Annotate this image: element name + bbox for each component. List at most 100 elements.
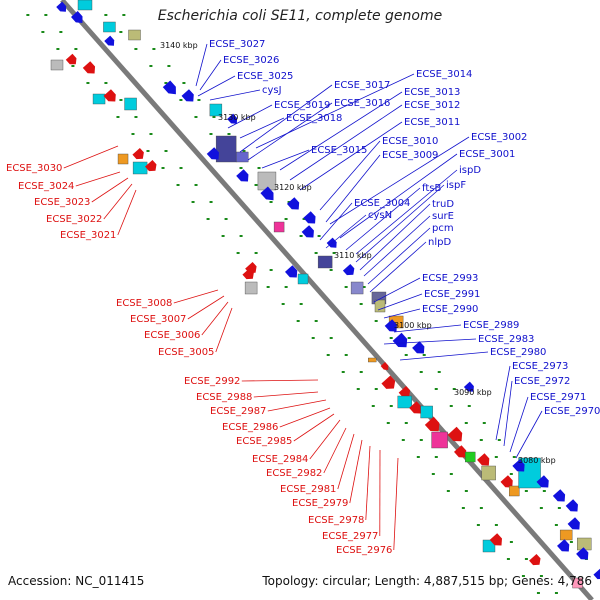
- gene-arrow[interactable]: [245, 261, 259, 276]
- gene-box[interactable]: [124, 97, 137, 111]
- gene-arrow[interactable]: [104, 35, 117, 49]
- gene-arrow[interactable]: [529, 553, 543, 568]
- gene-arrow[interactable]: [424, 416, 443, 435]
- gene-label-plus[interactable]: ECSE_3012: [404, 100, 460, 111]
- gene-label-minus[interactable]: ECSE_3008: [116, 298, 172, 309]
- gene-arrow[interactable]: [380, 362, 391, 372]
- gene-label-plus[interactable]: ECSE_3010: [382, 136, 438, 147]
- gene-label-minus[interactable]: ECSE_2987: [210, 406, 266, 417]
- gene-label-minus[interactable]: ECSE_2978: [308, 515, 364, 526]
- gene-label-minus[interactable]: ECSE_3030: [6, 163, 62, 174]
- gene-label-plus[interactable]: ECSE_2989: [463, 320, 519, 331]
- gene-arrow[interactable]: [557, 539, 572, 555]
- gene-label-plus[interactable]: ECSE_3011: [404, 117, 460, 128]
- gene-box[interactable]: [465, 451, 476, 463]
- gene-label-plus[interactable]: nlpD: [428, 237, 451, 248]
- gene-box[interactable]: [368, 357, 377, 363]
- gene-label-minus[interactable]: ECSE_3005: [158, 347, 214, 358]
- gene-box[interactable]: [481, 465, 496, 481]
- gene-label-plus[interactable]: ECSE_3004: [354, 198, 410, 209]
- gene-label-plus[interactable]: ECSE_2971: [530, 392, 586, 403]
- gene-arrow[interactable]: [103, 89, 119, 105]
- gene-arrow[interactable]: [162, 80, 180, 97]
- gene-arrow[interactable]: [286, 197, 302, 213]
- gene-arrow[interactable]: [342, 263, 357, 278]
- gene-label-plus[interactable]: pcm: [432, 223, 454, 234]
- gene-label-plus[interactable]: cysN: [368, 210, 392, 221]
- gene-label-minus[interactable]: ECSE_2976: [336, 545, 392, 556]
- gene-box[interactable]: [374, 299, 386, 313]
- gene-label-minus[interactable]: ECSE_3006: [144, 330, 200, 341]
- gene-arrow[interactable]: [477, 453, 492, 469]
- gene-label-minus[interactable]: ECSE_3024: [18, 181, 74, 192]
- gene-label-plus[interactable]: ECSE_3013: [404, 87, 460, 98]
- gene-label-minus[interactable]: ECSE_2984: [252, 454, 308, 465]
- gene-box[interactable]: [215, 135, 237, 163]
- gene-box[interactable]: [117, 153, 129, 165]
- gene-label-plus[interactable]: ECSE_2970: [544, 406, 600, 417]
- gene-box[interactable]: [77, 0, 93, 11]
- gene-arrow[interactable]: [500, 475, 516, 491]
- gene-arrow[interactable]: [398, 385, 413, 400]
- gene-arrow[interactable]: [65, 53, 79, 67]
- gene-arrow[interactable]: [392, 332, 411, 351]
- gene-arrow[interactable]: [132, 147, 146, 162]
- gene-box[interactable]: [244, 281, 258, 295]
- gene-label-minus[interactable]: ECSE_3022: [46, 214, 102, 225]
- gene-label-plus[interactable]: ispF: [446, 180, 466, 191]
- gene-arrow[interactable]: [593, 567, 600, 582]
- gene-box[interactable]: [350, 281, 364, 295]
- gene-label-plus[interactable]: ECSE_3014: [416, 69, 472, 80]
- gene-arrow[interactable]: [552, 489, 568, 505]
- gene-arrow[interactable]: [301, 225, 317, 241]
- gene-arrow[interactable]: [567, 517, 583, 533]
- gene-label-plus[interactable]: surE: [432, 211, 454, 222]
- gene-arrow[interactable]: [181, 89, 197, 105]
- gene-arrow[interactable]: [454, 445, 469, 461]
- gene-arrow[interactable]: [82, 61, 98, 77]
- gene-box[interactable]: [431, 431, 448, 449]
- gene-arrow[interactable]: [536, 475, 552, 491]
- gene-label-plus[interactable]: ECSE_2993: [422, 273, 478, 284]
- gene-label-plus[interactable]: ECSE_2980: [490, 347, 546, 358]
- gene-box[interactable]: [397, 395, 412, 409]
- gene-arrow[interactable]: [447, 426, 466, 445]
- gene-features[interactable]: [50, 0, 600, 589]
- gene-label-plus[interactable]: ECSE_3027: [209, 39, 265, 50]
- gene-arrow[interactable]: [303, 211, 318, 227]
- gene-label-plus[interactable]: ECSE_2983: [478, 334, 534, 345]
- gene-box[interactable]: [273, 221, 285, 233]
- gene-arrow[interactable]: [227, 113, 240, 127]
- gene-box[interactable]: [559, 529, 573, 541]
- gene-arrow[interactable]: [56, 1, 69, 15]
- gene-label-minus[interactable]: ECSE_2985: [236, 436, 292, 447]
- gene-box[interactable]: [50, 59, 64, 71]
- gene-label-plus[interactable]: ECSE_3018: [286, 113, 342, 124]
- gene-label-plus[interactable]: ECSE_3019: [274, 100, 330, 111]
- gene-label-plus[interactable]: ECSE_3016: [334, 98, 390, 109]
- gene-arrow[interactable]: [326, 237, 340, 251]
- gene-arrow[interactable]: [409, 401, 424, 417]
- gene-box[interactable]: [297, 273, 309, 285]
- gene-label-minus[interactable]: ECSE_2979: [292, 498, 348, 509]
- gene-box[interactable]: [236, 151, 249, 163]
- gene-arrow[interactable]: [489, 533, 505, 549]
- gene-label-plus[interactable]: ECSE_3002: [471, 132, 527, 143]
- gene-box[interactable]: [132, 161, 148, 175]
- gene-box[interactable]: [209, 103, 223, 117]
- gene-arrow[interactable]: [206, 147, 222, 163]
- gene-arrow[interactable]: [512, 459, 527, 475]
- gene-box[interactable]: [92, 93, 106, 105]
- gene-label-plus[interactable]: ispD: [459, 165, 481, 176]
- gene-label-plus[interactable]: truD: [432, 199, 454, 210]
- gene-label-plus[interactable]: ECSE_3001: [459, 149, 515, 160]
- gene-arrow[interactable]: [145, 159, 159, 174]
- gene-label-plus[interactable]: ECSE_2972: [514, 376, 570, 387]
- gene-box[interactable]: [572, 577, 583, 589]
- gene-label-plus[interactable]: cysJ: [262, 85, 282, 96]
- gene-arrow[interactable]: [71, 11, 86, 26]
- gene-arrow[interactable]: [381, 375, 398, 393]
- gene-box[interactable]: [482, 539, 496, 553]
- gene-label-minus[interactable]: ECSE_3007: [130, 314, 186, 325]
